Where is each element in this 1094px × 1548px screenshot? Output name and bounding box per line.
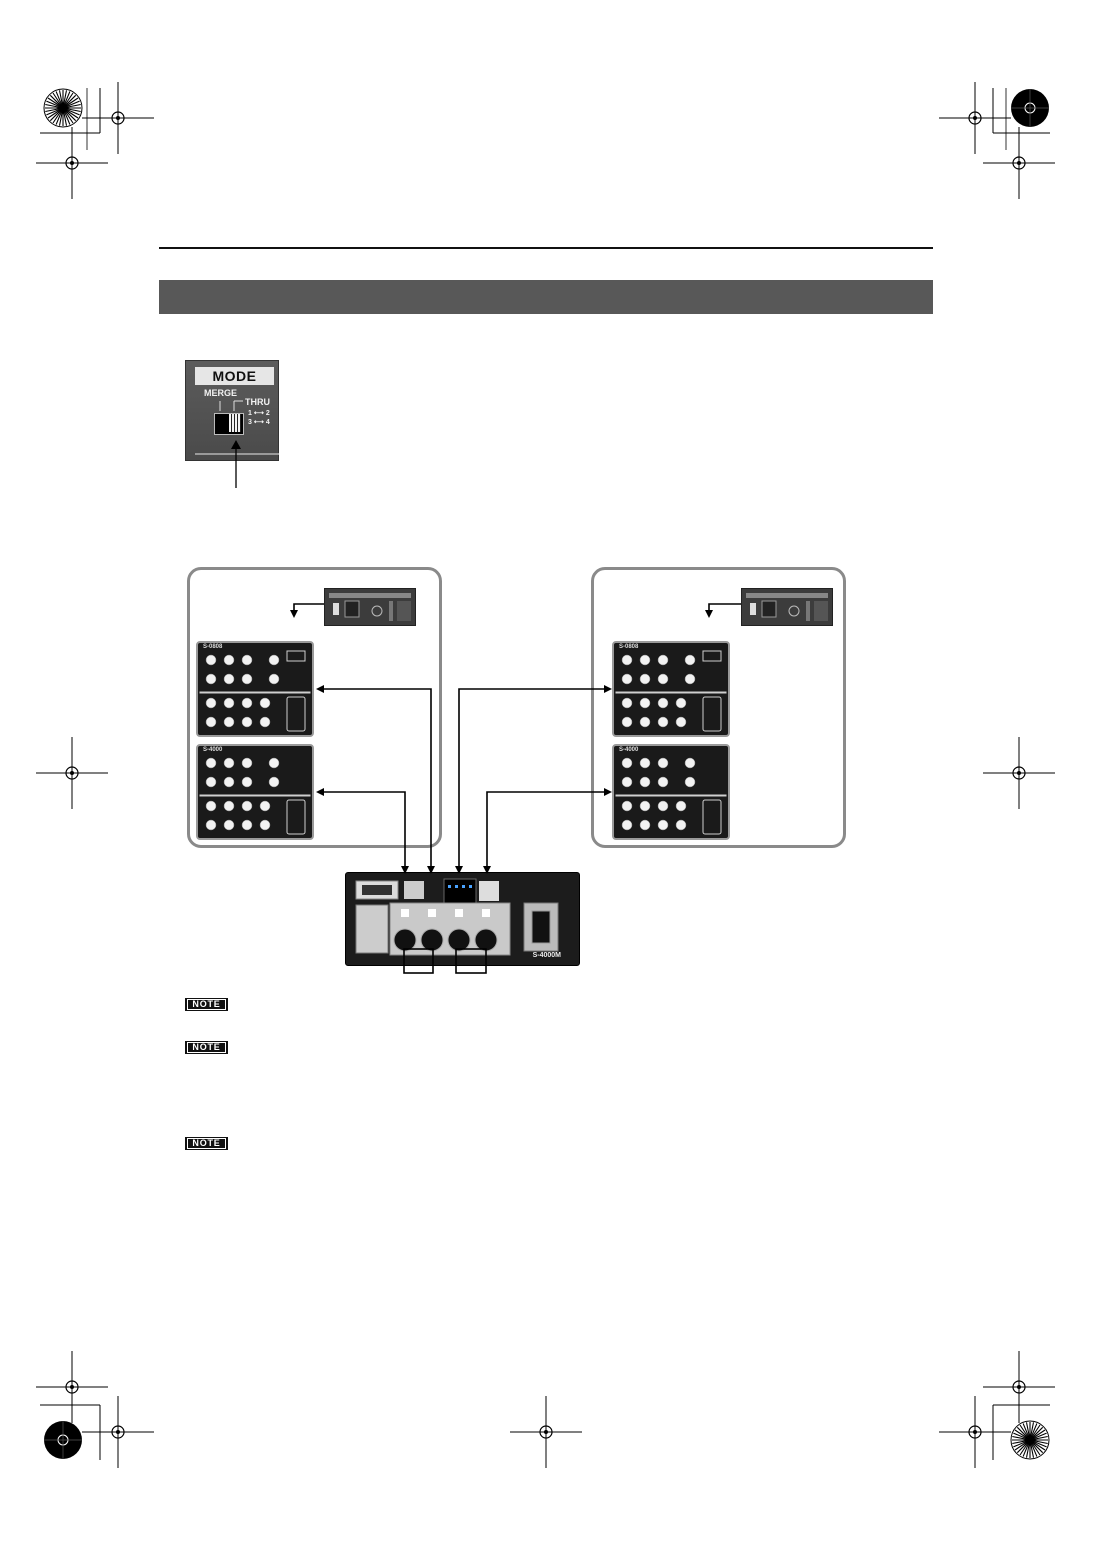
merge-label: MERGE [204,388,238,398]
mode-leader-lines [219,400,243,411]
note-badge: NOTE [185,998,228,1011]
stagebox-model: S-0808 [203,644,223,650]
stagebox-model: S-4000 [203,747,223,753]
mode-title: MODE [195,367,274,385]
main-unit-front-panel [355,878,559,956]
thru-label: THRU [245,397,270,407]
note-badge: NOTE [185,1041,228,1054]
merge-unit-front-panel [746,593,828,621]
pointer-arrow [231,440,241,488]
note-badge: NOTE [185,1137,228,1150]
merge-unit-left [324,588,416,626]
panel-base-line [195,453,279,455]
mode-switch-panel: MODE MERGE THRU 1 ⟷ 2 3 ⟷ 4 [185,360,279,461]
header-rule [159,247,933,249]
route-label-1-2: 1 ⟷ 2 [248,410,270,417]
stagebox-model: S-4000 [619,747,639,753]
merge-unit-front-panel [329,593,411,621]
main-unit-model: S-4000M [532,952,561,959]
stagebox-model: S-0808 [619,644,639,650]
merge-unit-right [741,588,833,626]
mode-switch-knob [229,414,241,432]
section-heading-bar [159,280,933,314]
main-unit-s4000m: S-4000M [345,872,580,966]
route-label-3-4: 3 ⟷ 4 [248,419,270,426]
